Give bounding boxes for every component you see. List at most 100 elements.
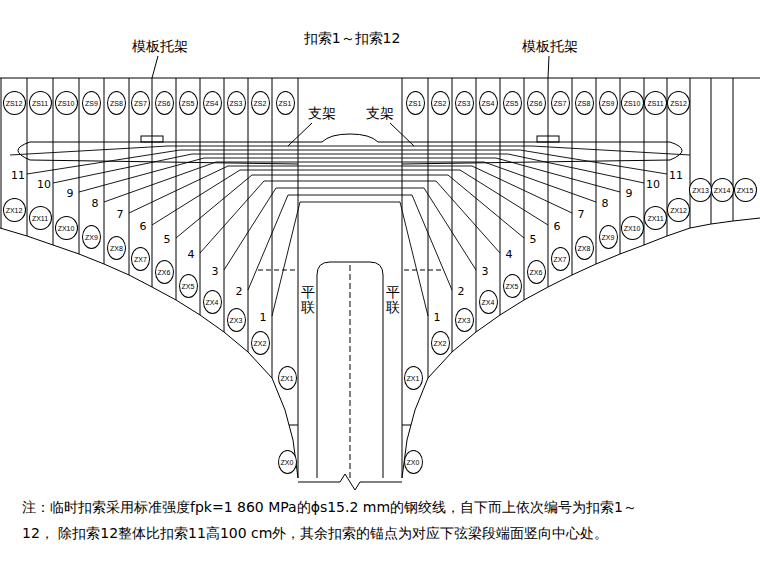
segment-zero-top [322, 134, 378, 142]
segment-id: ZS12 [6, 100, 23, 107]
support-dashes [258, 270, 442, 271]
note-text: 注：临时扣索采用标准强度fpk=1 860 MPa的ϕs15.2 mm的钢绞线，… [22, 494, 652, 546]
cable-number: 1 [259, 312, 268, 325]
cable-number: 6 [139, 221, 148, 234]
segment-circle: ZX8 [107, 236, 126, 260]
segment-circle: ZS10 [621, 91, 644, 115]
structure-lines [0, 56, 760, 490]
formwork-right [378, 142, 682, 164]
callout-label: 模板托架 [131, 38, 189, 54]
cable-number: 3 [211, 266, 220, 279]
segment-circle: ZX10 [621, 216, 644, 240]
segment-id: ZX13 [692, 187, 709, 194]
vertical-label: 平联 [386, 285, 400, 316]
segment-id: ZX2 [434, 340, 447, 347]
segment-circle: ZX2 [251, 331, 270, 355]
formwork-bracket [141, 136, 163, 142]
segment-circle: ZS3 [455, 91, 474, 115]
segment-id: ZS1 [409, 100, 422, 107]
segment-id: ZX14 [714, 187, 731, 194]
segment-joints-right [402, 78, 733, 478]
cable-left [10, 146, 350, 316]
segment-id: ZS11 [647, 100, 663, 107]
segment-id: ZS2 [434, 100, 447, 107]
cable-number: 8 [601, 198, 610, 211]
segment-circle: ZX1 [278, 366, 297, 390]
segment-circle: ZX5 [503, 274, 522, 298]
leader-lines [152, 56, 549, 146]
segment-circle: ZS4 [479, 91, 498, 115]
segment-id: ZX2 [254, 340, 267, 347]
segment-id: ZX12 [6, 207, 23, 214]
pier [317, 262, 383, 478]
segment-id: ZS3 [230, 100, 243, 107]
cable-number: 10 [645, 179, 661, 192]
cable-number: 5 [529, 234, 538, 247]
segment-id: ZX4 [482, 299, 495, 306]
segment-id: ZS8 [578, 100, 591, 107]
cable-number: 1 [433, 312, 442, 325]
segment-id: ZX8 [110, 245, 123, 252]
cable-number: 3 [481, 266, 490, 279]
cable-number: 11 [668, 170, 684, 183]
cable-group-label: 扣索1～扣索12 [303, 30, 402, 46]
segment-id: ZS10 [624, 100, 641, 107]
segment-circle: ZX0 [404, 450, 423, 474]
segment-id: ZX9 [602, 234, 615, 241]
segment-id: ZX5 [506, 283, 519, 290]
cable-right [350, 146, 690, 316]
segment-id: ZS8 [110, 100, 123, 107]
segment-id: ZS4 [482, 100, 495, 107]
segment-circle: ZS12 [3, 91, 26, 115]
cable-number: 5 [163, 234, 172, 247]
segment-circle: ZX7 [551, 247, 570, 271]
segment-circle: ZX6 [155, 260, 174, 284]
segment-id: ZS6 [530, 100, 543, 107]
formwork-bracket [537, 136, 559, 142]
segment-circle: ZX11 [644, 206, 667, 230]
segment-id: ZS12 [670, 100, 687, 107]
segment-circle: ZS2 [251, 91, 270, 115]
segment-circle: ZX1 [404, 366, 423, 390]
segment-circle: ZX13 [689, 178, 712, 202]
segment-circle: ZS4 [203, 91, 222, 115]
segment-circle: ZX5 [179, 274, 198, 298]
segment-circle: ZX12 [3, 198, 26, 222]
segment-id: ZX9 [85, 234, 98, 241]
segment-circle: ZS9 [82, 91, 101, 115]
segment-id: ZX11 [647, 215, 663, 222]
segment-id: ZS7 [554, 100, 567, 107]
segment-id: ZX10 [58, 225, 75, 232]
pier-axis [350, 265, 351, 478]
segment-id: ZX8 [578, 245, 591, 252]
segment-id: ZX11 [32, 215, 48, 222]
segment-id: ZX7 [554, 256, 567, 263]
segment-circle: ZX0 [278, 450, 297, 474]
segment-circle: ZX14 [711, 178, 734, 202]
segment-id: ZX7 [134, 256, 147, 263]
segment-circle: ZS10 [55, 91, 78, 115]
segment-id: ZS11 [32, 100, 48, 107]
segment-circle: ZX7 [131, 247, 150, 271]
segment-circle: ZS7 [551, 91, 570, 115]
segment-split [289, 425, 411, 426]
segment-circle: ZS7 [131, 91, 150, 115]
cable-number: 2 [235, 286, 244, 299]
segment-id: ZX1 [407, 375, 420, 382]
segment-circle: ZX9 [82, 225, 101, 249]
segment-id: ZS3 [458, 100, 471, 107]
segment-circle: ZX4 [479, 290, 498, 314]
segment-circle: ZS8 [107, 91, 126, 115]
deck-top-line [0, 78, 760, 79]
cable-number: 7 [116, 209, 125, 222]
segment-id: ZS2 [254, 100, 267, 107]
segment-circle: ZX8 [575, 236, 594, 260]
segment-circle: ZS1 [406, 91, 425, 115]
cable-number: 10 [36, 179, 52, 192]
segment-id: ZS7 [134, 100, 147, 107]
segment-circle: ZS11 [29, 91, 52, 115]
segment-id: ZX6 [158, 269, 171, 276]
segment-circle: ZS1 [276, 91, 295, 115]
segment-id: ZX12 [670, 207, 687, 214]
